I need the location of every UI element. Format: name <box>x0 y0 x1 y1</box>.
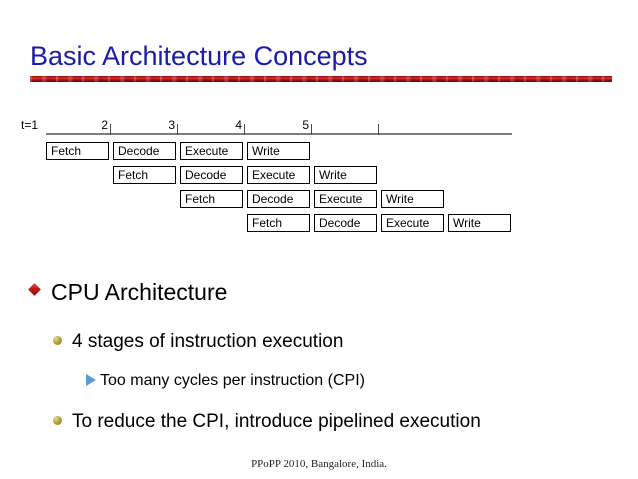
bullet-level2a-label: 4 stages of instruction execution <box>72 331 344 352</box>
page-title: Basic Architecture Concepts <box>30 41 368 71</box>
bullet-level1-label: CPU Architecture <box>51 278 228 305</box>
pipeline-stage-decode: Decode <box>314 214 377 232</box>
pipeline-stage-write: Write <box>448 214 511 232</box>
timeline-tick <box>244 124 245 135</box>
pipeline-stage-fetch: Fetch <box>46 142 109 160</box>
pipeline-stage-execute: Execute <box>381 214 444 232</box>
pipeline-stage-decode: Decode <box>180 166 243 184</box>
pipeline-stage-execute: Execute <box>180 142 243 160</box>
timeline-tick-label: 2 <box>101 118 108 132</box>
pipeline-stage-fetch: Fetch <box>180 190 243 208</box>
timeline-tick <box>378 124 379 135</box>
diamond-bullet-icon <box>28 283 41 297</box>
pipeline-stage-decode: Decode <box>247 190 310 208</box>
pipeline-stage-execute: Execute <box>314 190 377 208</box>
bullet-level2-four-stages: 4 stages of instruction execution <box>53 330 343 354</box>
timeline-origin-label: t=1 <box>21 118 39 132</box>
title-divider <box>30 76 612 82</box>
timeline-tick-label: 3 <box>168 118 175 132</box>
pipeline-stage-fetch: Fetch <box>247 214 310 232</box>
sphere-bullet-icon <box>53 415 62 425</box>
pipeline-stage-decode: Decode <box>113 142 176 160</box>
pipeline-stage-write: Write <box>247 142 310 160</box>
timeline-axis <box>46 133 512 135</box>
pipeline-stage-write: Write <box>381 190 444 208</box>
pipeline-stage-execute: Execute <box>247 166 310 184</box>
sphere-bullet-icon <box>53 335 62 345</box>
triangle-bullet-icon <box>86 374 96 386</box>
bullet-level3-too-many-cycles: Too many cycles per instruction (CPI) <box>86 371 365 391</box>
bullet-level2-reduce-cpi: To reduce the CPI, introduce pipelined e… <box>53 410 481 434</box>
timeline-tick-label: 5 <box>302 118 309 132</box>
timeline-tick <box>311 124 312 135</box>
pipeline-stage-write: Write <box>314 166 377 184</box>
slide-footer: PPoPP 2010, Bangalore, India. <box>251 458 387 470</box>
timeline-tick <box>177 124 178 135</box>
bullet-level3-label: Too many cycles per instruction (CPI) <box>100 372 365 389</box>
bullet-level1-cpu-architecture: CPU Architecture <box>28 276 228 306</box>
timeline-tick <box>110 124 111 135</box>
timeline-tick-label: 4 <box>235 118 242 132</box>
bullet-level2b-label: To reduce the CPI, introduce pipelined e… <box>72 411 481 432</box>
pipeline-stage-fetch: Fetch <box>113 166 176 184</box>
